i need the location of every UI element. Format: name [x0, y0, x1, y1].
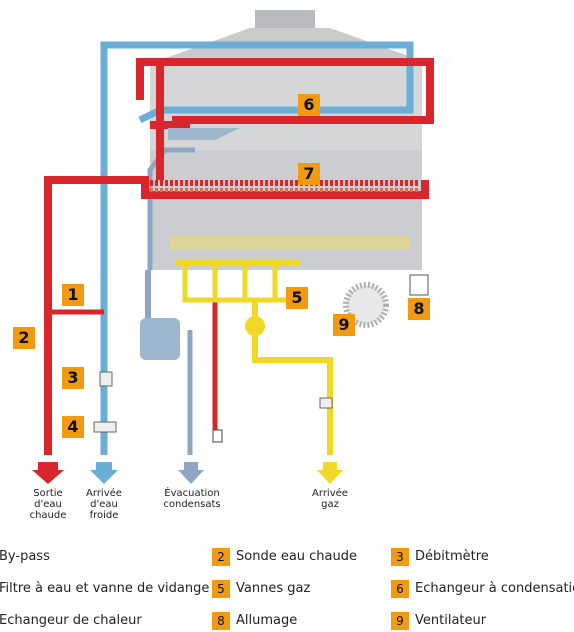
callout-6: 6 [298, 94, 320, 116]
legend-number: 2 [212, 548, 230, 566]
legend-item-flowmeter: 3 Débitmètre [391, 547, 489, 567]
callout-7: 7 [298, 163, 320, 185]
legend-label: Echangeur de chaleur [0, 613, 142, 628]
ignition-module [409, 274, 429, 296]
callout-8: 8 [408, 298, 430, 320]
callout-9: 9 [333, 314, 355, 336]
legend-label: Débitmètre [415, 549, 489, 564]
callout-2: 2 [13, 327, 35, 349]
callout-1: 1 [62, 284, 84, 306]
legend-label: Echangeur à condensation [415, 581, 574, 596]
legend-item-filter: 4Filtre à eau et vanne de vidange [0, 579, 209, 599]
callout-4: 4 [62, 416, 84, 438]
valves [93, 371, 333, 433]
burner-row [170, 236, 410, 250]
flow-arrows [32, 462, 343, 484]
legend-label: By-pass [0, 549, 50, 564]
legend-label: Sonde eau chaude [236, 549, 358, 564]
legend-item-condensing-exchanger: 6 Echangeur à condensation [391, 579, 574, 599]
legend-number: 8 [212, 612, 230, 630]
legend-label: Vannes gaz [236, 581, 311, 596]
fan [343, 282, 389, 328]
legend-number: 5 [212, 580, 230, 598]
legend-label: Ventilateur [415, 613, 487, 628]
legend-number: 6 [391, 580, 409, 598]
legend-item-fan: 9 Ventilateur [391, 611, 486, 631]
legend-item-heat-exchanger: 7Echangeur de chaleur [0, 611, 142, 631]
legend-item-gas-valves: 5 Vannes gaz [212, 579, 310, 599]
callout-5: 5 [286, 287, 308, 309]
callout-3: 3 [62, 367, 84, 389]
legend-item-hot-water-probe: 2 Sonde eau chaude [212, 547, 357, 567]
legend-label: Filtre à eau et vanne de vidange [0, 581, 210, 596]
legend-number: 3 [391, 548, 409, 566]
legend-item-ignition: 8 Allumage [212, 611, 297, 631]
legend-label: Allumage [236, 613, 298, 628]
legend-item-bypass: 1By-pass [0, 547, 50, 567]
legend-number: 9 [391, 612, 409, 630]
